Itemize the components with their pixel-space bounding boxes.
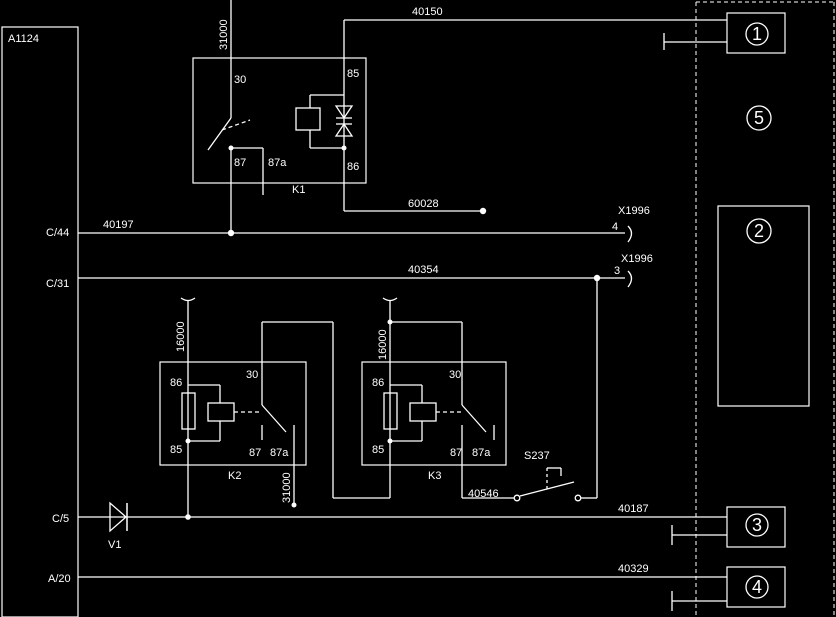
wire-40187-node xyxy=(185,514,191,520)
callout-5-label: 5 xyxy=(754,108,764,128)
wire-31000-top-label: 31000 xyxy=(218,19,230,50)
relay-k2-node-85 xyxy=(185,438,191,444)
wire-40329-label: 40329 xyxy=(618,563,649,575)
relay-k2-box xyxy=(159,361,307,466)
relay-k2-name: K2 xyxy=(228,470,241,482)
module-a1124-box xyxy=(1,26,79,617)
wire-40197-node xyxy=(227,229,235,237)
pin-c31-label: C/31 xyxy=(46,278,69,290)
connector-x1996-bottom-name: X1996 xyxy=(621,253,653,265)
module-a1124-label: A1124 xyxy=(8,33,39,45)
callout-5-circle xyxy=(746,105,772,131)
callout-4-box xyxy=(726,566,786,608)
callout-1-label: 1 xyxy=(752,24,762,44)
wire-31000-bottom-label: 31000 xyxy=(281,472,293,503)
wire-16000-k2-label: 16000 xyxy=(175,321,187,352)
wire-60028-end xyxy=(479,207,487,215)
callout-3-label: 3 xyxy=(752,515,762,535)
relay-k3-node-16000 xyxy=(387,319,393,325)
relay-k3-terminal-85: 85 xyxy=(372,444,384,456)
relay-k2-internals xyxy=(180,297,390,517)
relay-k1-terminal-85: 85 xyxy=(347,68,359,80)
wire-16000-k3-label: 16000 xyxy=(377,329,389,360)
diode-v1-label: V1 xyxy=(108,539,121,551)
wire-40187-label: 40187 xyxy=(618,503,649,515)
relay-k3-terminal-30: 30 xyxy=(449,369,461,381)
diode-v1-symbol xyxy=(109,501,128,533)
relay-k1-terminal-87: 87 xyxy=(234,157,246,169)
callout-1-box xyxy=(726,12,786,54)
relay-k1-node-86 xyxy=(341,145,347,151)
relay-k1-terminal-86: 86 xyxy=(347,161,359,173)
wire-40197-label: 40197 xyxy=(103,219,134,231)
relay-k2-terminal-86: 86 xyxy=(170,377,182,389)
relay-k1-internals xyxy=(207,0,483,233)
relay-k3-terminal-87a: 87a xyxy=(472,447,491,459)
switch-s237-symbol xyxy=(513,278,598,502)
pin-a20-label: A/20 xyxy=(48,573,71,585)
relay-k1-terminal-30: 30 xyxy=(234,74,246,86)
connector-x1996-top-name: X1996 xyxy=(618,205,650,217)
pin-c44-label: C/44 xyxy=(46,227,69,239)
wire-40150-label: 40150 xyxy=(412,6,443,18)
wire-40546-label: 40546 xyxy=(468,488,499,500)
relay-k3-name: K3 xyxy=(428,470,441,482)
relay-k3-internals xyxy=(382,297,514,499)
ground-marks xyxy=(663,33,727,611)
relay-k2-terminal-87: 87 xyxy=(249,447,261,459)
relay-k2-node-31000 xyxy=(291,502,297,508)
relay-k1-node-87 xyxy=(228,145,234,151)
callout-4-circle xyxy=(745,575,769,599)
relay-k2-terminal-87a: 87a xyxy=(270,447,289,459)
relay-k2-terminal-30: 30 xyxy=(246,369,258,381)
relay-k3-terminal-87: 87 xyxy=(450,447,462,459)
callout-3-circle xyxy=(745,513,769,537)
relay-k2-terminal-85: 85 xyxy=(170,444,182,456)
relay-k3-node-85 xyxy=(387,438,393,444)
relay-k3-terminal-86: 86 xyxy=(372,377,384,389)
relay-k1-terminal-87a: 87a xyxy=(268,157,287,169)
wire-40354-label: 40354 xyxy=(408,264,439,276)
switch-s237-label: S237 xyxy=(524,450,550,462)
callout-2-circle xyxy=(746,218,772,244)
callout-2-box xyxy=(717,205,810,407)
connector-x1996-bottom-pin: 3 xyxy=(614,265,620,277)
relay-k3-box xyxy=(361,361,507,466)
callout-2-label: 2 xyxy=(754,221,764,241)
connector-x1996-bottom-symbol xyxy=(627,270,633,288)
pin-c5-label: C/5 xyxy=(52,513,69,525)
callout-4-label: 4 xyxy=(752,577,762,597)
connector-x1996-top-pin: 4 xyxy=(612,221,618,233)
connector-x1996-top-symbol xyxy=(627,225,633,243)
wire-60028-label: 60028 xyxy=(408,198,439,210)
relay-k1-box xyxy=(192,57,367,184)
callout-1-circle xyxy=(745,22,769,46)
relay-k1-name: K1 xyxy=(292,184,305,196)
callout-3-box xyxy=(726,506,786,548)
